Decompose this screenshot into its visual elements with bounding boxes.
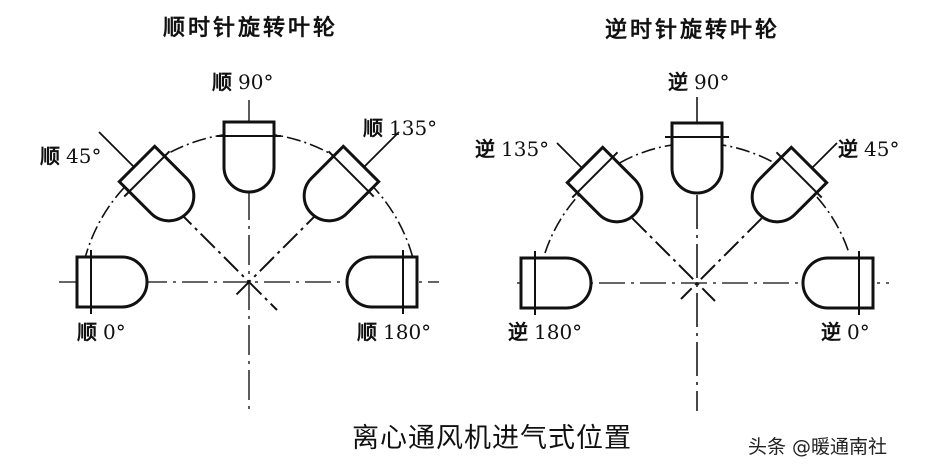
direction-char: 顺 — [212, 70, 232, 94]
inlet-ccw-90 — [663, 121, 731, 195]
inlet-ccw-135 — [560, 140, 659, 239]
direction-char: 顺 — [357, 320, 377, 344]
angle-label: 180° — [534, 320, 583, 344]
angle-label: 135° — [389, 116, 438, 140]
direction-char: 逆 — [838, 137, 858, 161]
angle-label: 0° — [103, 320, 126, 344]
inlet-ccw-45 — [735, 140, 834, 239]
angle-label: 90° — [238, 70, 274, 94]
inlet-cw-90 — [215, 120, 283, 194]
inlet-cw-45 — [112, 139, 211, 238]
inlet-cw-0 — [75, 248, 149, 316]
direction-char: 逆 — [821, 320, 841, 344]
inlet-ccw-0 — [801, 249, 875, 317]
angle-label: 135° — [501, 137, 550, 161]
direction-char: 逆 — [475, 137, 495, 161]
angle-label: 45° — [864, 137, 900, 161]
clockwise-title: 顺时针旋转叶轮 — [163, 16, 339, 41]
angle-label: 180° — [383, 320, 432, 344]
inlet-cw-180 — [345, 248, 419, 316]
angle-label: 0° — [847, 320, 870, 344]
counterclockwise-diagram — [517, 97, 889, 411]
direction-char: 顺 — [40, 144, 60, 168]
figure-caption: 离心通风机进气式位置 — [352, 423, 632, 454]
angle-label: 90° — [694, 70, 730, 94]
counterclockwise-title: 逆时针旋转叶轮 — [605, 18, 781, 43]
direction-char: 逆 — [668, 70, 688, 94]
watermark: 头条 @暖通南社 — [748, 436, 888, 458]
direction-char: 顺 — [363, 116, 383, 140]
angle-label: 45° — [66, 144, 102, 168]
direction-char: 顺 — [77, 320, 97, 344]
inlet-cw-135 — [287, 139, 386, 238]
inlet-ccw-180 — [519, 249, 593, 317]
direction-char: 逆 — [508, 320, 528, 344]
clockwise-diagram — [59, 100, 439, 410]
